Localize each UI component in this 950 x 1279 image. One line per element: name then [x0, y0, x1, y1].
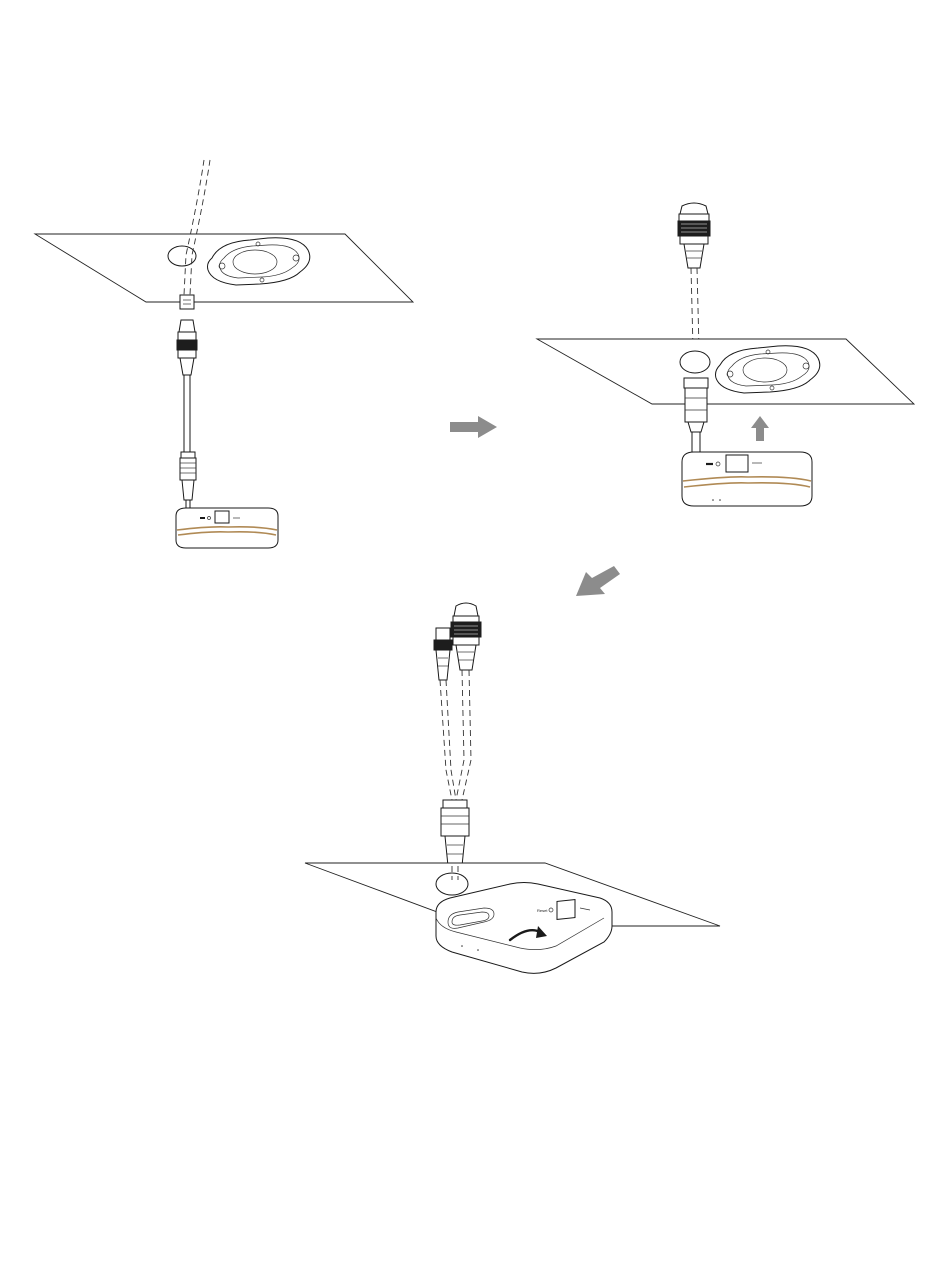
- tail-connector: [180, 452, 196, 500]
- cable-sleeve: [441, 800, 469, 866]
- access-point-device: [176, 508, 278, 548]
- waterproof-connector: [451, 603, 481, 670]
- reset-label: Reset: [537, 908, 548, 913]
- step-2-panel: [537, 203, 914, 506]
- arrow-down-left-icon: [576, 566, 620, 596]
- cable-sleeve: [684, 378, 708, 432]
- arrow-up-icon: [751, 416, 769, 441]
- step-1-panel: [35, 160, 413, 548]
- usb-port-icon: [215, 511, 229, 523]
- rj45-plug: [434, 628, 452, 680]
- access-point-device: Reset: [436, 883, 612, 974]
- step-3-panel: Reset: [305, 603, 720, 973]
- waterproof-connector: [678, 203, 710, 268]
- usb-port-icon: [557, 900, 575, 920]
- rj45-plug: [180, 295, 194, 309]
- usb-port-icon: [726, 455, 748, 472]
- ceiling-plane: [537, 339, 914, 404]
- waterproof-connector: [177, 320, 197, 375]
- access-point-device: [682, 452, 812, 506]
- arrow-right-icon: [450, 416, 497, 438]
